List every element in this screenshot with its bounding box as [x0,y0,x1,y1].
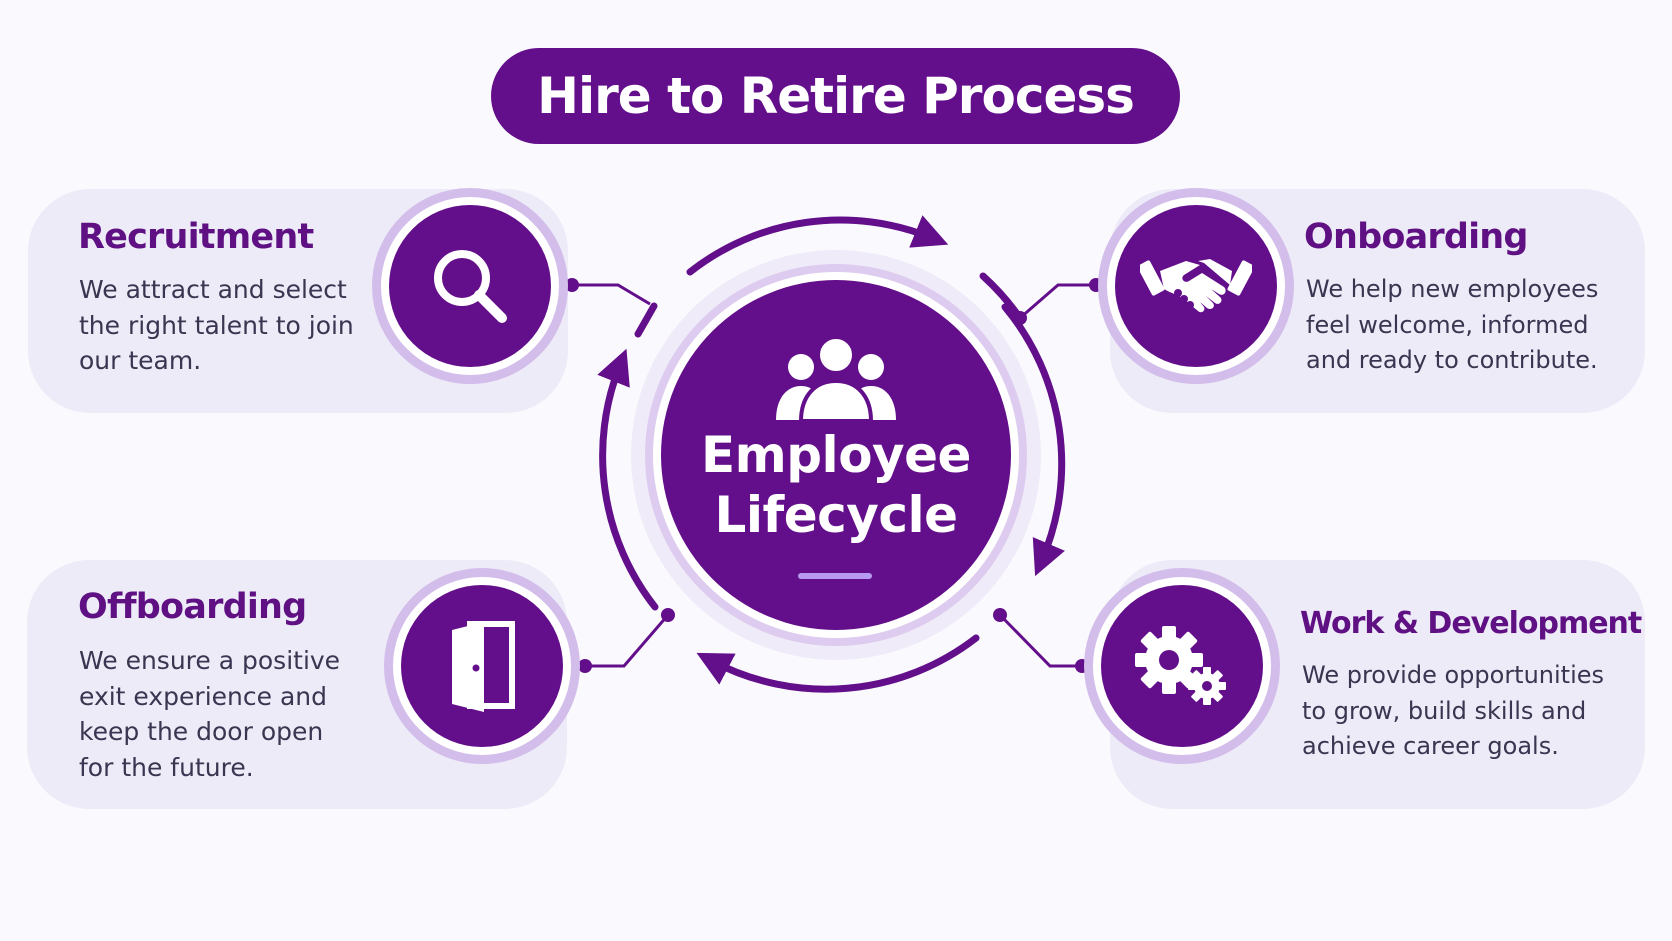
cycle-arrow-left [597,348,659,611]
magnifying-glass-icon [434,250,507,323]
cycle-arc-topright-stub [979,272,1024,322]
cycle-arrow-top [686,215,949,276]
center-underline [798,573,872,579]
handshake-icon [1140,259,1252,313]
title-banner: Hire to Retire Process [491,48,1180,144]
center-disc [661,280,1011,630]
connector-dot [1013,311,1027,325]
stage-description-work-development: We provide opportunities to grow, build … [1302,661,1605,760]
stage-description-onboarding: We help new employees feel welcome, info… [1306,275,1599,374]
connector-dot [565,278,579,292]
page-title: Hire to Retire Process [537,67,1135,125]
connector-dot [661,608,675,622]
stage-description-offboarding: We ensure a positive exit experience and… [79,646,341,782]
door-icon [452,621,515,712]
stage-title-recruitment: Recruitment [78,217,314,257]
people-group-icon [776,335,896,423]
cycle-arrow-right [1001,303,1066,577]
cycle-arrow-bottom [696,634,980,693]
connector-onboarding [1019,283,1096,320]
connector-dot [993,608,1007,622]
stage-title-onboarding: Onboarding [1304,217,1528,257]
work-development-icon-circle [1084,568,1280,764]
stage-title-work-development: Work & Development [1300,606,1642,641]
connector-work-development [998,613,1082,668]
recruitment-icon-circle [372,188,568,384]
offboarding-icon-circle [384,568,580,764]
connector-dot [578,659,592,673]
center-label: Employee Lifecycle [701,426,971,544]
connector-offboarding [585,614,670,668]
onboarding-icon-circle [1098,188,1294,384]
stage-title-offboarding: Offboarding [78,587,307,627]
gears-icon [1135,626,1226,705]
connector-recruitment [572,283,651,306]
connector-recruitment-tick [634,302,658,338]
stage-description-recruitment: We attract and select the right talent t… [79,275,354,375]
